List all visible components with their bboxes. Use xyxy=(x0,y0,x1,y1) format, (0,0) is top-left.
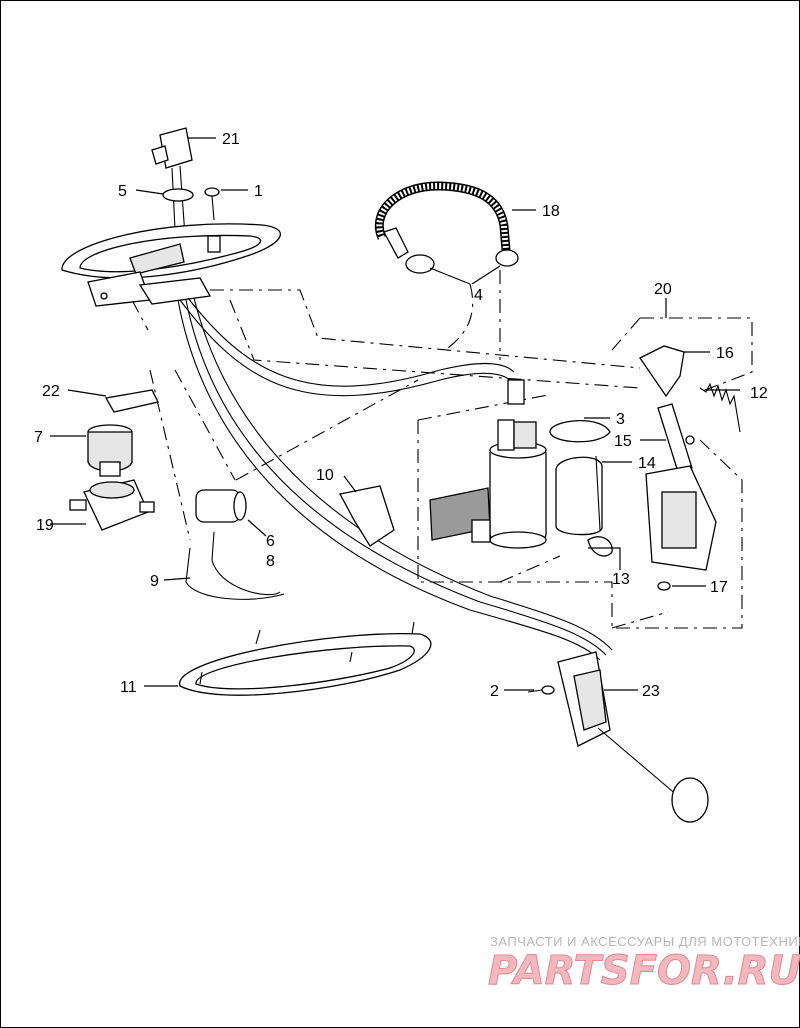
callout-18: 18 xyxy=(542,203,560,220)
part-17-grommet xyxy=(657,581,671,591)
part-5-o-ring xyxy=(162,188,194,202)
callout-3: 3 xyxy=(616,411,625,428)
callout-16: 16 xyxy=(716,345,734,362)
part-2-screw xyxy=(527,685,555,695)
part-19-regulator-housing xyxy=(69,479,155,531)
part-18-fuel-hose xyxy=(374,181,511,259)
part-10-bracket xyxy=(339,485,395,547)
pump-flange-plate xyxy=(61,223,282,307)
part-4-hose-clamps xyxy=(405,249,519,274)
part-11-gasket xyxy=(179,621,432,696)
fuel-pump-body xyxy=(429,379,547,549)
callout-20: 20 xyxy=(654,281,672,298)
part-22-clip xyxy=(104,389,159,413)
part-12-spring xyxy=(699,382,741,433)
part-6-filter xyxy=(195,489,247,523)
callout-17: 17 xyxy=(710,579,728,596)
callout-5: 5 xyxy=(118,183,127,200)
callout-23: 23 xyxy=(642,683,660,700)
callout-6: 6 xyxy=(266,533,275,550)
callout-2: 2 xyxy=(490,683,499,700)
part-14-filter-sleeve xyxy=(555,455,603,536)
part-1-screw xyxy=(204,187,220,221)
leader-lines xyxy=(50,137,740,691)
part-9-retaining-wire xyxy=(185,547,285,600)
callout-10: 10 xyxy=(316,467,334,484)
callout-9: 9 xyxy=(150,573,159,590)
part-23-level-sender xyxy=(557,651,709,823)
part-3-band-clip xyxy=(549,420,611,443)
watermark-logo: PARTSFOR.RU xyxy=(488,948,800,994)
part-13-clip xyxy=(587,536,613,557)
callout-21: 21 xyxy=(222,131,240,148)
callout-19: 19 xyxy=(36,517,54,534)
callout-13: 13 xyxy=(612,571,630,588)
part-7-pressure-regulator xyxy=(87,424,133,477)
callout-4: 4 xyxy=(474,287,483,304)
watermark-tagline: ЗАПЧАСТИ И АКСЕССУАРЫ ДЛЯ МОТОТЕХНИКИ xyxy=(490,934,800,949)
callout-7: 7 xyxy=(34,429,43,446)
part-8-retaining-wire xyxy=(211,531,281,596)
wire-harness xyxy=(177,297,613,661)
callout-labels: 21 1 5 18 4 20 16 12 3 15 14 13 17 22 7 … xyxy=(34,131,768,700)
callout-8: 8 xyxy=(266,553,275,570)
callout-12: 12 xyxy=(750,385,768,402)
callout-15: 15 xyxy=(614,433,632,450)
callout-1: 1 xyxy=(254,183,263,200)
part-16-bracket xyxy=(639,345,685,398)
callout-22: 22 xyxy=(42,383,60,400)
part-15-pump-carrier xyxy=(645,403,717,571)
assembly-outlines xyxy=(131,270,753,629)
callout-11: 11 xyxy=(120,679,137,696)
watermark: ЗАПЧАСТИ И АКСЕССУАРЫ ДЛЯ МОТОТЕХНИКИ PA… xyxy=(488,934,800,995)
callout-14: 14 xyxy=(638,455,656,472)
